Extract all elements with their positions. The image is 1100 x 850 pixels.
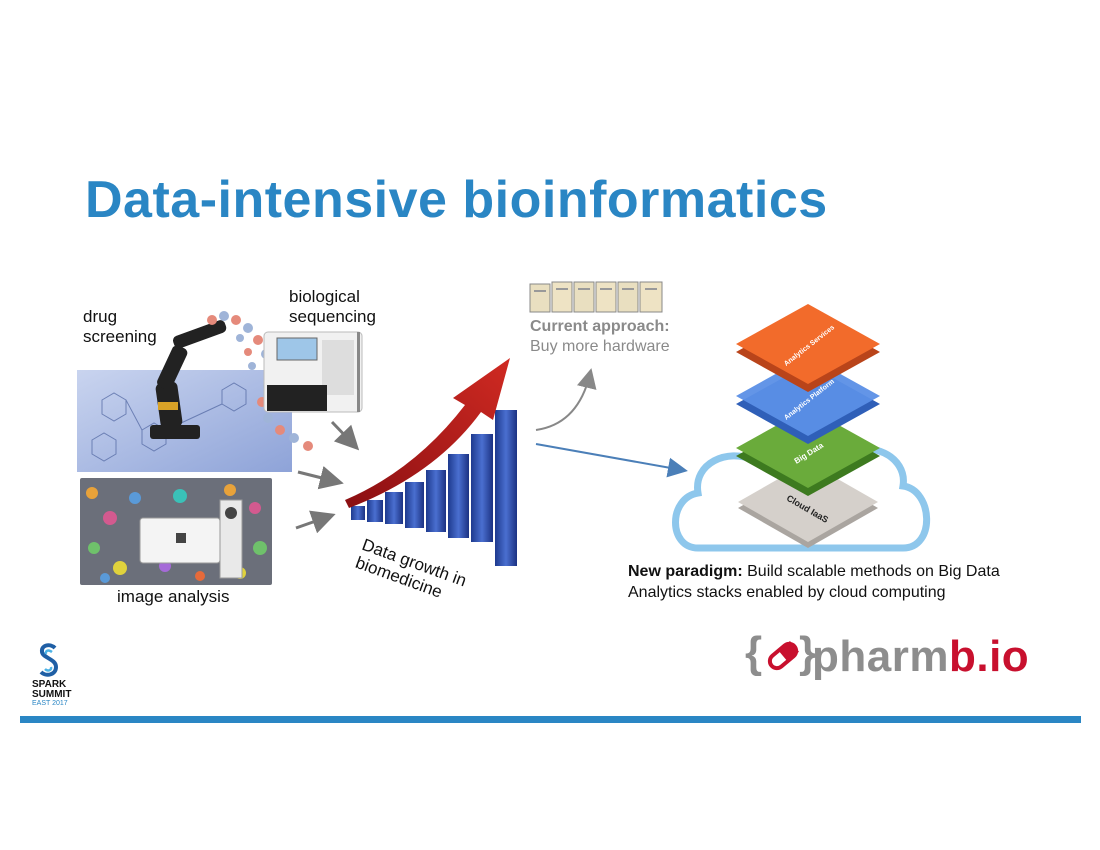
biological-sequencing-label: biological sequencing — [289, 287, 376, 326]
input-arrows — [295, 420, 360, 534]
servers-icon — [529, 281, 663, 313]
logo-brace-open: { — [745, 628, 763, 677]
drug-screening-label: drug screening — [83, 307, 157, 346]
spark-summit-logo: SPARK SUMMIT EAST 2017 — [32, 642, 82, 708]
spark-s-icon — [39, 643, 59, 677]
analytics-stack: Cloud IaaS Big Data Analytics Platform A… — [672, 304, 931, 552]
layer-cloud-iaas — [738, 462, 878, 548]
layer-analytics-services — [736, 304, 880, 392]
layer-big-data — [736, 408, 880, 496]
flow-arrows — [535, 368, 688, 478]
image-analysis-label: image analysis — [117, 587, 230, 606]
logo-brace-close: } — [799, 628, 817, 677]
bottom-rule — [20, 716, 1081, 723]
current-approach: Current approach: Buy more hardware — [530, 318, 670, 355]
drug-screening-image — [72, 290, 392, 472]
pharmb-wordmark: pharmb.io — [812, 632, 1030, 681]
layer-analytics-platform — [736, 356, 880, 444]
image-analysis-image — [80, 478, 272, 585]
data-growth-graphic — [345, 358, 517, 566]
pill-icon — [767, 640, 799, 671]
new-paradigm-text: New paradigm: Build scalable methods on … — [628, 563, 1000, 601]
slide-title: Data-intensive bioinformatics — [85, 171, 828, 229]
